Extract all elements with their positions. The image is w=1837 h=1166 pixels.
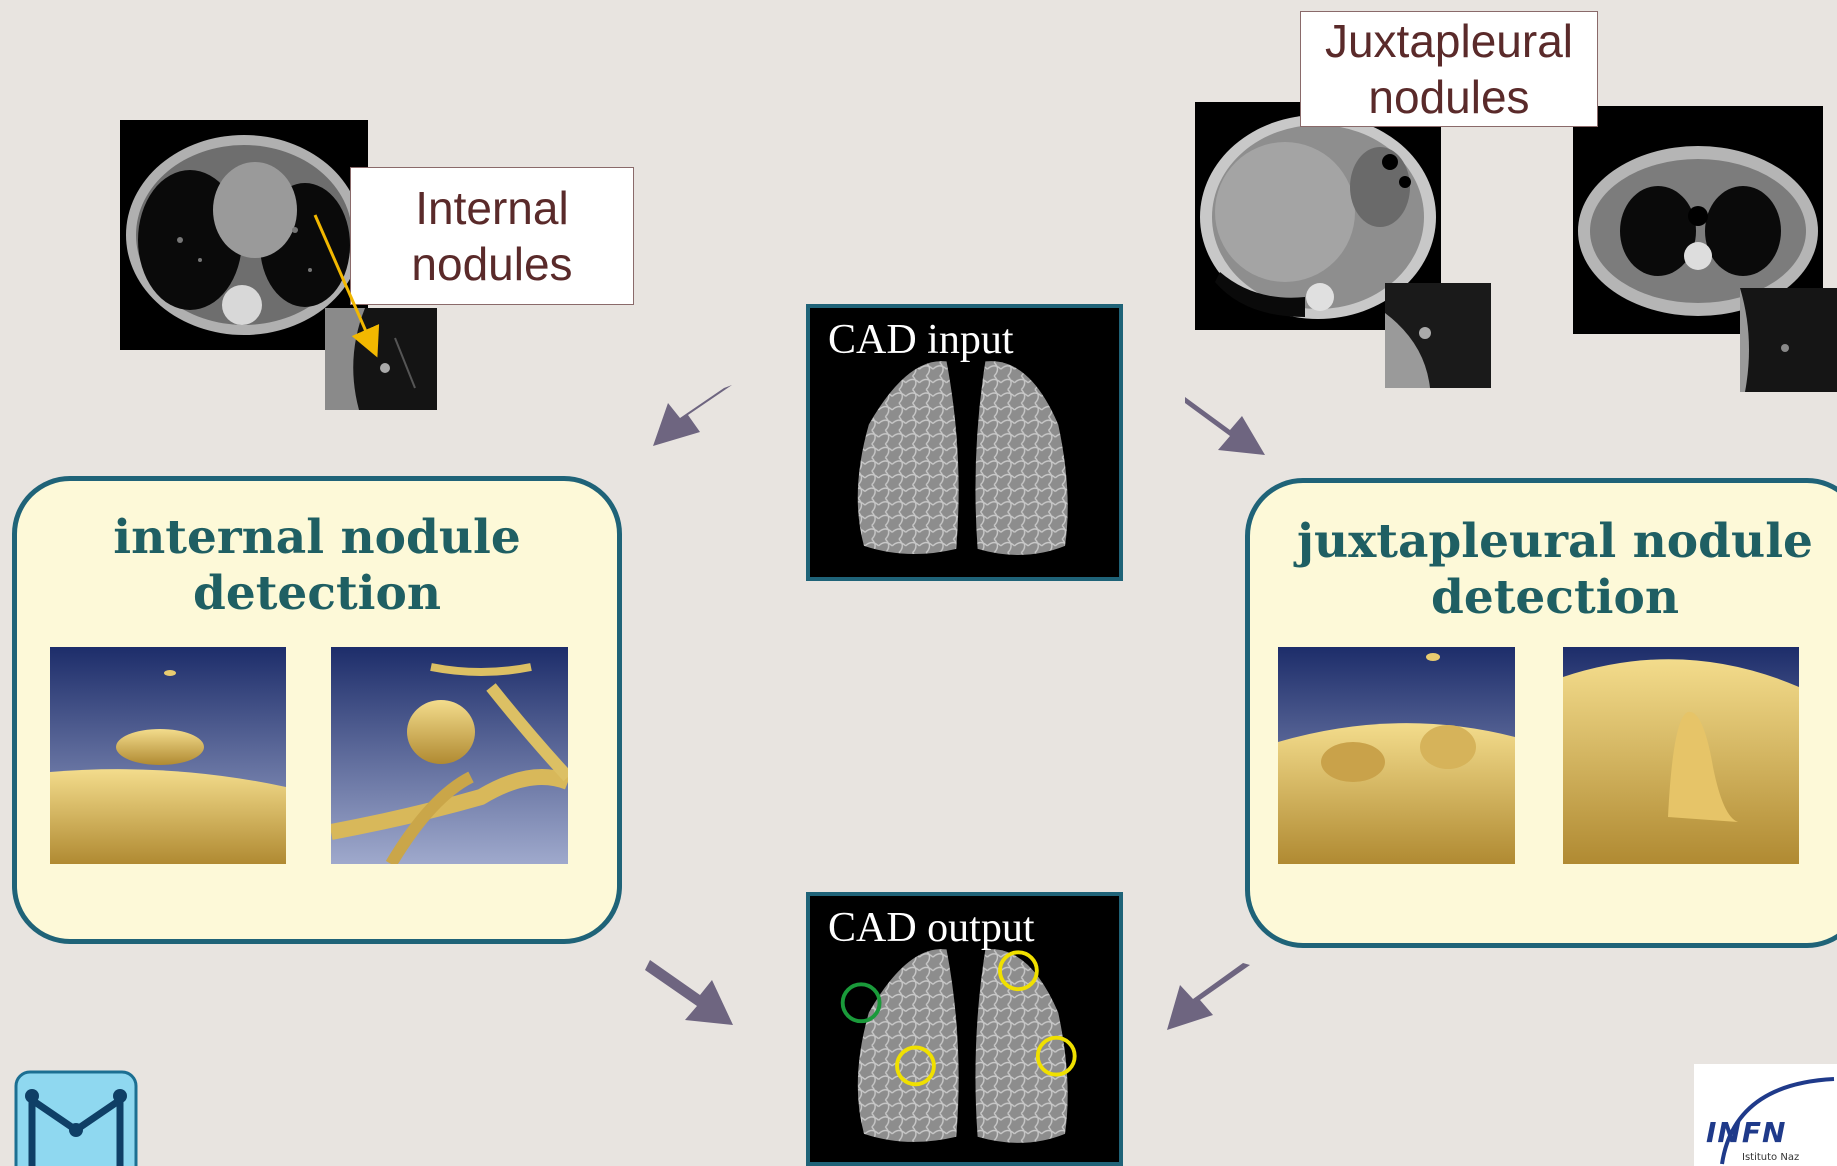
callout-juxtapleural-nodules: Juxtapleural nodules xyxy=(1300,11,1598,127)
cad-input-label: CAD input xyxy=(828,316,1014,364)
ct-zoom-internal xyxy=(325,308,437,410)
cad-output-label: CAD output xyxy=(828,904,1035,952)
ct-zoom-juxtapleural-2 xyxy=(1740,288,1837,392)
render-internal-2 xyxy=(331,647,568,864)
render-internal-1 xyxy=(50,647,286,864)
render-juxtapleural-1 xyxy=(1278,647,1515,864)
arrow-juxtapleural-to-output xyxy=(1167,963,1250,1030)
cad-output-image: CAD output xyxy=(806,892,1123,1166)
arrow-to-juxtapleural xyxy=(1185,397,1265,455)
panel-title-internal-line2: detection xyxy=(17,565,617,623)
arrow-internal-to-output xyxy=(645,960,733,1025)
infn-logo-subtext: Istituto Naz xyxy=(1742,1152,1799,1163)
arrow-to-internal xyxy=(653,385,732,446)
infn-logo-text: INFN xyxy=(1706,1116,1786,1149)
callout-internal-nodules: Internal nodules xyxy=(350,167,634,305)
panel-title-juxtapleural-line2: detection xyxy=(1250,569,1837,627)
panel-title-internal-line1: internal nodule xyxy=(17,509,617,567)
cad-input-image: CAD input xyxy=(806,304,1123,581)
panel-title-juxtapleural-line1: juxtapleural nodule xyxy=(1250,513,1837,571)
infn-logo: INFN Istituto Naz xyxy=(1694,1064,1837,1166)
render-juxtapleural-2 xyxy=(1563,647,1799,864)
m-logo-icon xyxy=(14,1070,138,1166)
ct-zoom-juxtapleural-1 xyxy=(1385,283,1491,388)
detected-nodule-marker-green xyxy=(843,984,880,1021)
